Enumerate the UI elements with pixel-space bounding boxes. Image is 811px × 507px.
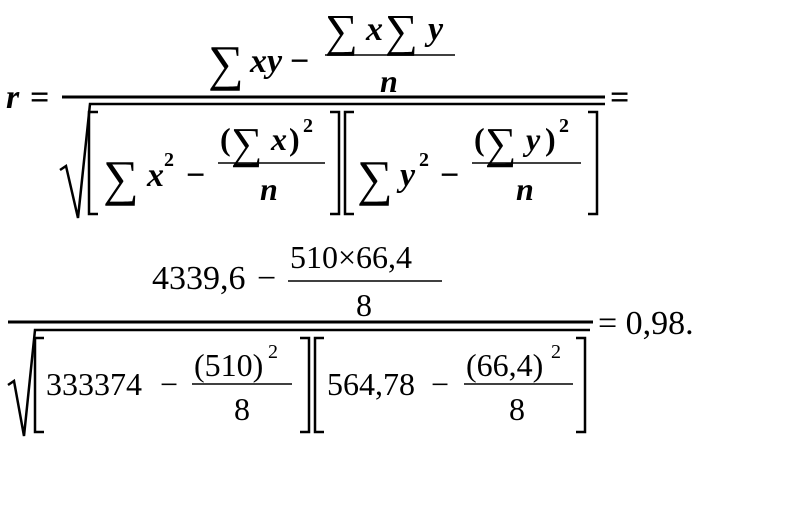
equals-sign: = xyxy=(30,79,49,116)
den-left-frac-top: (510) xyxy=(194,347,263,383)
den-left-frac-open: ( xyxy=(220,121,231,157)
den-left-frac-close: ) xyxy=(289,121,300,157)
right-bracket-close xyxy=(588,110,599,216)
numerator-fraction-denominator: n xyxy=(380,63,398,99)
right-bracket-open xyxy=(313,336,324,434)
right-bracket-close xyxy=(576,336,587,434)
den-right-frac-open: ( xyxy=(474,121,485,157)
numerator-fraction-top: 510×66,4 xyxy=(290,239,412,275)
result-value: = 0,98. xyxy=(598,305,694,342)
den-right-frac-exp: 2 xyxy=(559,115,569,137)
sigma-symbol: ∑ xyxy=(485,119,516,168)
den-right-frac-bottom: n xyxy=(516,171,534,207)
den-right-value: 564,78 xyxy=(327,366,415,402)
left-bracket-open xyxy=(87,110,98,216)
den-right-sum-var: y xyxy=(396,157,416,194)
sigma-symbol: ∑ xyxy=(357,150,393,206)
minus-sign: − xyxy=(431,366,449,402)
den-left-frac-exp: 2 xyxy=(303,115,313,137)
den-right-frac-top: (66,4) xyxy=(466,347,543,383)
square-root-sign xyxy=(7,328,590,437)
equals-sign-trailing: = xyxy=(610,79,629,116)
den-right-frac-bottom: 8 xyxy=(509,391,525,427)
den-left-value: 333374 xyxy=(46,366,142,402)
sigma-symbol: ∑ xyxy=(231,119,262,168)
left-bracket-close xyxy=(300,336,311,434)
minus-sign: − xyxy=(160,366,178,402)
den-left-frac-bottom: n xyxy=(260,171,278,207)
numeric-formula: 4339,6 − 510×66,4 8 = 0,98. 333374 − (51… xyxy=(7,239,694,437)
sigma-symbol: ∑ xyxy=(103,150,139,206)
numerator-fraction-y: y xyxy=(424,11,444,48)
den-left-frac-bottom: 8 xyxy=(234,391,250,427)
minus-sign: − xyxy=(290,43,309,80)
den-left-sum-exp: 2 xyxy=(164,149,174,171)
den-left-frac-exp: 2 xyxy=(268,341,278,363)
lhs-variable: r xyxy=(6,79,20,116)
den-right-frac-var: y xyxy=(522,121,541,157)
den-left-frac-var: x xyxy=(270,121,287,157)
left-bracket-close xyxy=(330,110,341,216)
square-root-sign xyxy=(59,102,605,219)
right-bracket-open xyxy=(343,110,354,216)
numerator-value: 4339,6 xyxy=(152,260,246,297)
sigma-symbol: ∑ xyxy=(385,5,418,56)
numerator-fraction-bottom: 8 xyxy=(356,287,372,323)
numerator-term-xy: xy xyxy=(249,43,283,80)
sigma-symbol: ∑ xyxy=(208,35,244,91)
minus-sign: − xyxy=(186,157,205,194)
minus-sign: − xyxy=(440,157,459,194)
den-right-frac-exp: 2 xyxy=(551,341,561,363)
den-left-sum-var: x xyxy=(146,157,164,194)
numerator-fraction-x: x xyxy=(365,11,383,48)
minus-sign: − xyxy=(257,260,276,297)
left-bracket-open xyxy=(33,336,44,434)
sigma-symbol: ∑ xyxy=(325,5,358,56)
den-right-sum-exp: 2 xyxy=(419,149,429,171)
general-formula: r = ∑ xy − ∑ x ∑ y n ∑ x 2 − ( ∑ x ) 2 n… xyxy=(6,5,629,219)
den-right-frac-close: ) xyxy=(545,121,556,157)
